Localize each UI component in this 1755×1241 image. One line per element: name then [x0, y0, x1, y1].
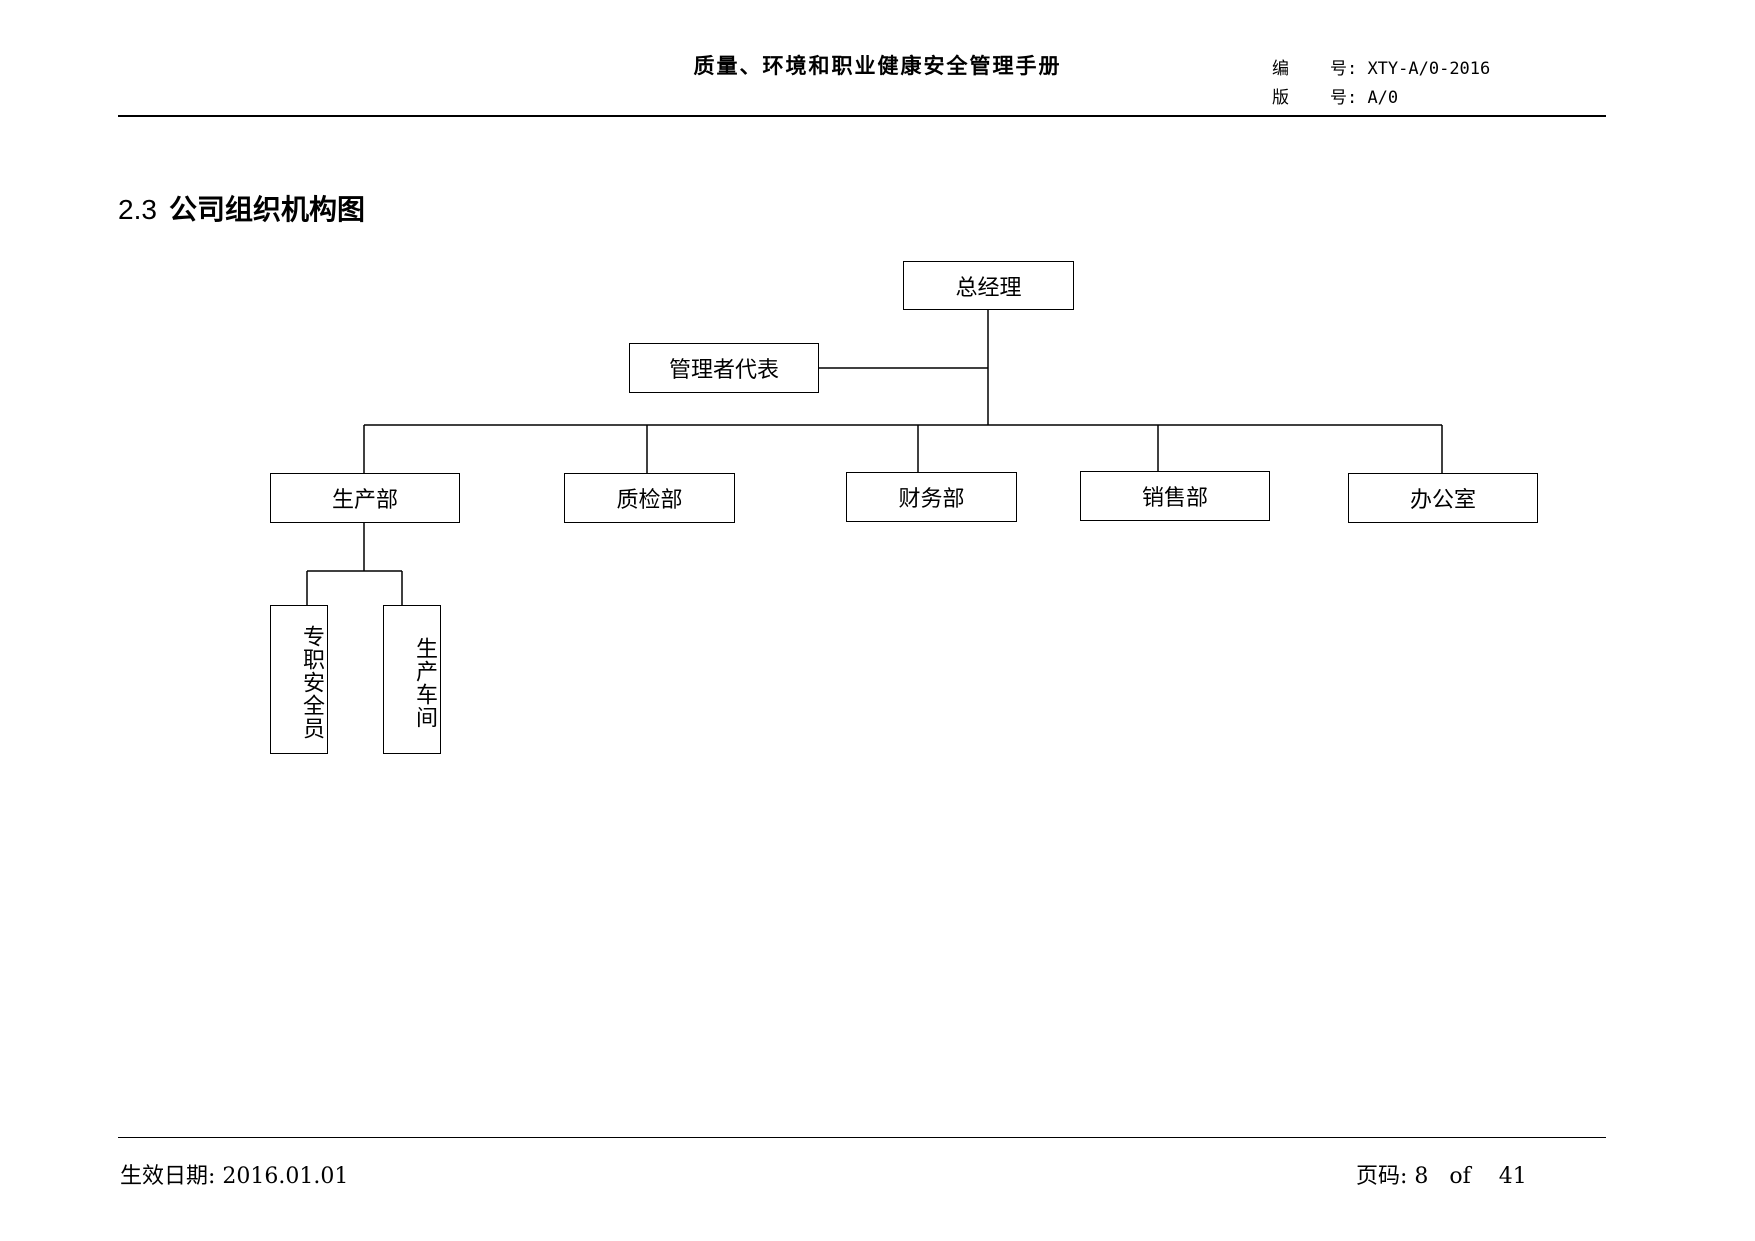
doc-code-label: 编 号: [1272, 59, 1358, 79]
org-box-sales-dept: 销售部 [1080, 471, 1270, 521]
section-heading: 2.3 公司组织机构图 [118, 188, 365, 228]
section-number: 2.3 [118, 194, 157, 225]
page-number: 页码: 8 of 41 [1356, 1158, 1527, 1190]
document-title: 质量、环境和职业健康安全管理手册 [693, 53, 1062, 78]
footer-rule [118, 1137, 1606, 1138]
org-box-quality-inspection-dept: 质检部 [564, 473, 735, 523]
org-box-production-workshop: 生产车间 [383, 605, 441, 754]
org-box-finance-dept: 财务部 [846, 472, 1017, 522]
org-box-general-manager: 总经理 [903, 261, 1074, 310]
page-of: of [1449, 1164, 1471, 1189]
org-box-production-dept: 生产部 [270, 473, 460, 523]
effective-date: 生效日期: 2016.01.01 [120, 1158, 348, 1190]
org-box-management-representative: 管理者代表 [629, 343, 819, 393]
doc-version: 版 号: A/0 [1272, 83, 1398, 108]
org-box-safety-officer: 专职安全员 [270, 605, 328, 754]
doc-code: 编 号: XTY-A/0-2016 [1272, 54, 1490, 79]
doc-code-value: XTY-A/0-2016 [1367, 59, 1491, 79]
page-total: 41 [1498, 1164, 1527, 1189]
page-current: 8 [1414, 1164, 1429, 1189]
section-title: 公司组织机构图 [168, 193, 365, 226]
page-label: 页码: [1356, 1164, 1408, 1189]
org-box-office: 办公室 [1348, 473, 1538, 523]
doc-version-label: 版 号: [1272, 88, 1358, 108]
doc-version-value: A/0 [1367, 88, 1399, 108]
header-rule [118, 115, 1606, 117]
effective-date-label: 生效日期: [120, 1164, 216, 1189]
effective-date-value: 2016.01.01 [222, 1164, 349, 1189]
